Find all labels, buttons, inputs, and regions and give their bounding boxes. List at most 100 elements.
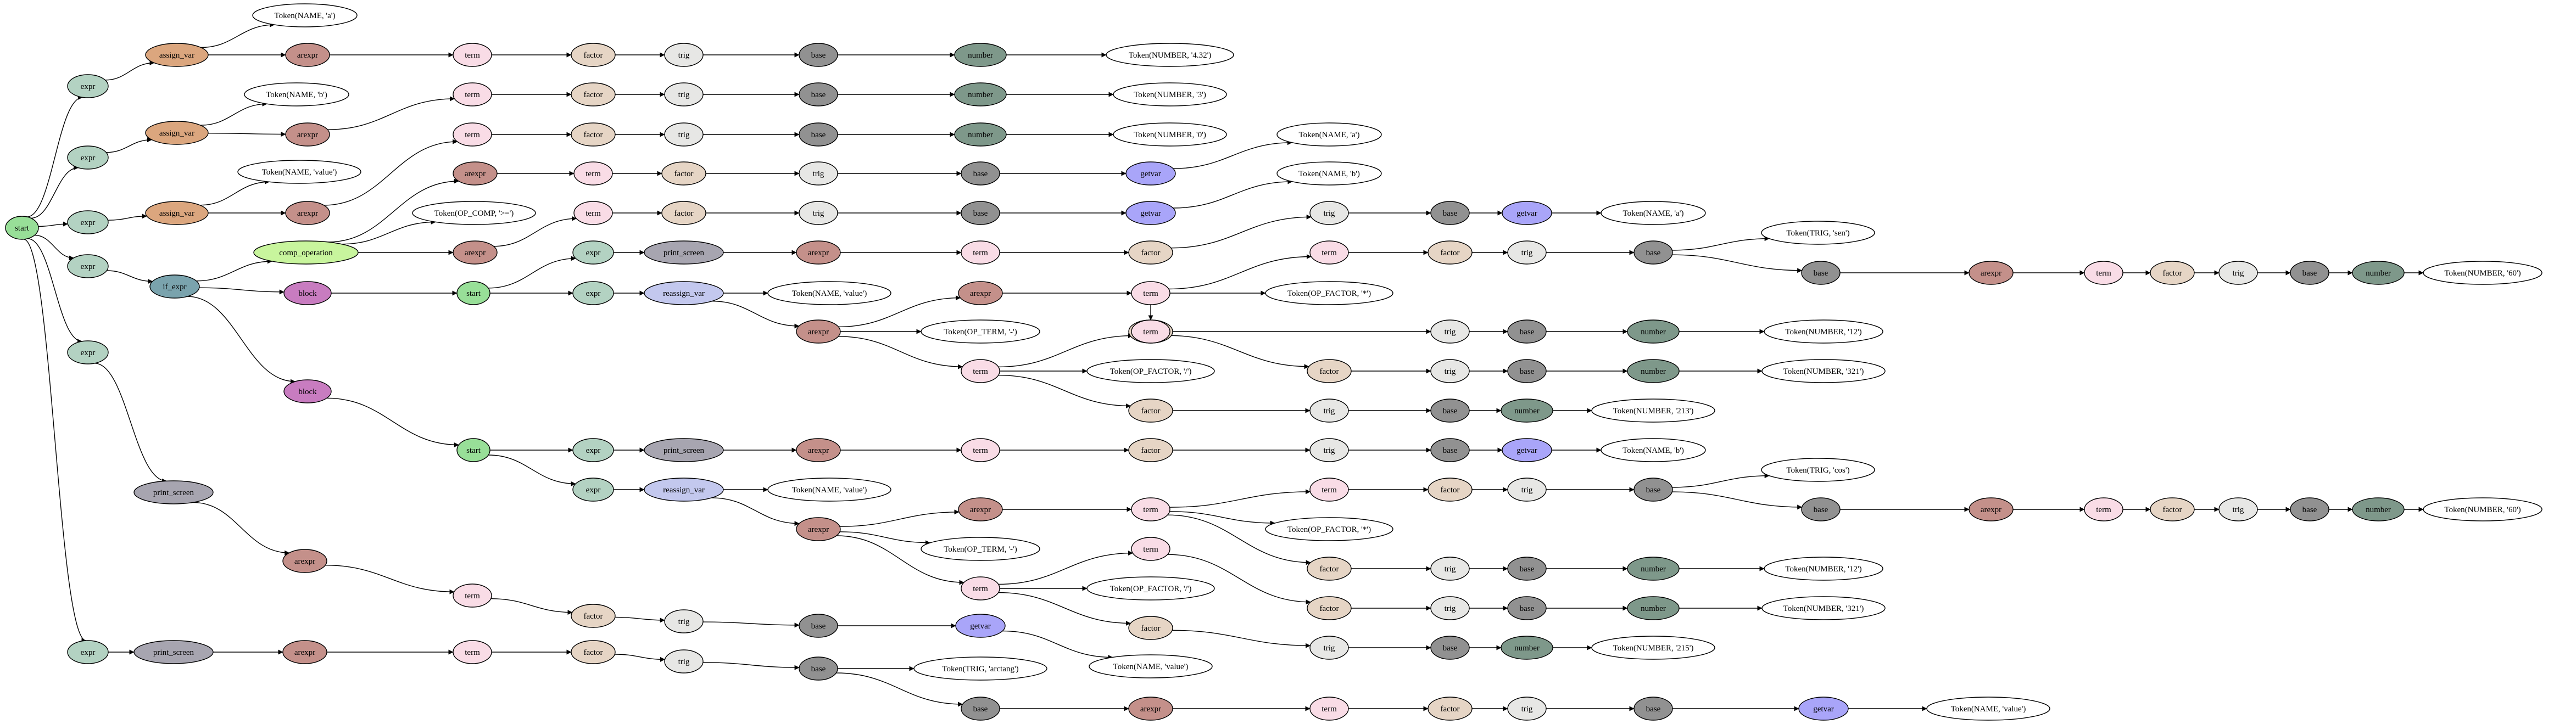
node-ellipse	[1309, 438, 1349, 462]
factor-node: factor	[2150, 497, 2195, 521]
node-ellipse	[1798, 697, 1849, 721]
node-ellipse	[453, 640, 492, 664]
token-node: Token(NAME, 'value')	[1089, 654, 1213, 678]
term-node: term	[2084, 261, 2123, 285]
node-label: term	[465, 51, 480, 60]
term-node: term	[453, 122, 492, 147]
node-ellipse	[5, 216, 39, 240]
node-label: Token(OP_TERM, '-')	[944, 328, 1017, 336]
node-ellipse	[661, 201, 706, 225]
node-label: Token(NUMBER, '215')	[1613, 644, 1694, 653]
edge-arrow	[328, 178, 459, 243]
getvar-node: getvar	[1798, 697, 1849, 721]
getvar-node: getvar	[955, 614, 1006, 638]
node-label: trig	[813, 209, 824, 218]
trig-node: trig	[664, 82, 704, 106]
edge-arrow	[94, 363, 167, 484]
token-node: Token(NAME, 'a')	[252, 3, 358, 27]
node-label: factor	[584, 131, 603, 139]
arexpr-node: arexpr	[285, 201, 330, 225]
node-ellipse	[1501, 636, 1553, 660]
node-label: base	[973, 705, 988, 714]
node-label: number	[1641, 328, 1666, 336]
token-node: Token(NAME, 'value')	[767, 281, 891, 305]
edge-arrow	[200, 22, 275, 48]
base-node: base	[1430, 399, 1470, 423]
edge-arrow	[1672, 254, 1803, 273]
node-label: base	[811, 665, 826, 674]
node-ellipse	[282, 640, 327, 664]
token-node: Token(NAME, 'value')	[767, 478, 891, 502]
node-label: assign_var	[159, 51, 194, 60]
token-node: Token(NUMBER, '321')	[1761, 359, 1886, 383]
node-label: base	[1443, 209, 1458, 218]
edge-arrow	[106, 137, 152, 153]
token-node: Token(NAME, 'b')	[1601, 438, 1706, 462]
node-ellipse	[664, 649, 704, 674]
node-label: expr	[81, 648, 96, 657]
node-label: term	[2096, 269, 2111, 278]
node-ellipse	[67, 640, 109, 664]
node-ellipse	[1507, 557, 1547, 581]
factor-node: factor	[1428, 478, 1473, 502]
edge-arrow	[1169, 489, 1311, 508]
expr-node: expr	[572, 281, 614, 305]
node-ellipse	[1086, 359, 1215, 383]
node-ellipse	[244, 82, 349, 106]
node-ellipse	[1430, 201, 1470, 225]
base-node: base	[1507, 359, 1547, 383]
edge-arrow	[108, 214, 147, 221]
edge-arrow	[702, 662, 800, 670]
node-ellipse	[145, 121, 209, 145]
node-ellipse	[285, 43, 330, 67]
factor-node: factor	[661, 161, 706, 186]
node-ellipse	[1430, 636, 1470, 660]
if-expr-node: if_expr	[149, 274, 200, 299]
node-label: term	[1322, 486, 1337, 495]
node-ellipse	[1926, 697, 2050, 721]
node-label: factor	[1320, 367, 1339, 376]
node-ellipse	[285, 122, 330, 147]
arexpr-node: arexpr	[796, 438, 841, 462]
node-label: factor	[1141, 407, 1161, 416]
trig-node: trig	[664, 43, 704, 67]
node-ellipse	[1131, 537, 1170, 561]
edge-arrow	[839, 509, 960, 527]
node-ellipse	[571, 640, 616, 664]
number-node: number	[954, 122, 1007, 147]
node-ellipse	[571, 82, 616, 106]
token-node: Token(TRIG, 'cos')	[1761, 458, 1875, 482]
token-node: Token(NUMBER, '213')	[1591, 399, 1715, 423]
node-ellipse	[1307, 359, 1352, 383]
node-ellipse	[1801, 497, 1841, 521]
node-label: trig	[1324, 407, 1335, 416]
edge-arrow	[107, 270, 153, 284]
edge-arrow	[615, 616, 665, 623]
getvar-node: getvar	[1502, 438, 1552, 462]
token-node: Token(NUMBER, '3')	[1113, 82, 1227, 106]
base-node: base	[799, 82, 838, 106]
node-label: number	[2366, 269, 2391, 278]
node-label: Token(NAME, 'b')	[1622, 446, 1684, 455]
node-ellipse	[796, 517, 841, 541]
base-node: base	[1801, 261, 1841, 285]
node-ellipse	[1430, 319, 1470, 344]
edge-arrow	[1168, 254, 1312, 290]
arexpr-node: arexpr	[285, 122, 330, 147]
node-ellipse	[1633, 478, 1673, 502]
node-label: trig	[1521, 249, 1533, 257]
arexpr-node: arexpr	[1128, 697, 1173, 721]
trig-node: trig	[664, 609, 704, 633]
term-node: term	[453, 583, 492, 608]
edge-arrow	[200, 101, 267, 126]
token-node: Token(OP_TERM, '-')	[921, 537, 1040, 561]
node-ellipse	[67, 254, 109, 278]
node-ellipse	[2218, 497, 2258, 521]
node-label: print_screen	[153, 648, 194, 657]
arexpr-node: arexpr	[796, 240, 841, 265]
term-node: term	[1309, 240, 1349, 265]
token-node: Token(NUMBER, '215')	[1591, 636, 1715, 660]
number-node: number	[1627, 557, 1680, 581]
node-label: Token(NAME, 'value')	[1951, 705, 2026, 714]
node-label: base	[1814, 269, 1828, 278]
